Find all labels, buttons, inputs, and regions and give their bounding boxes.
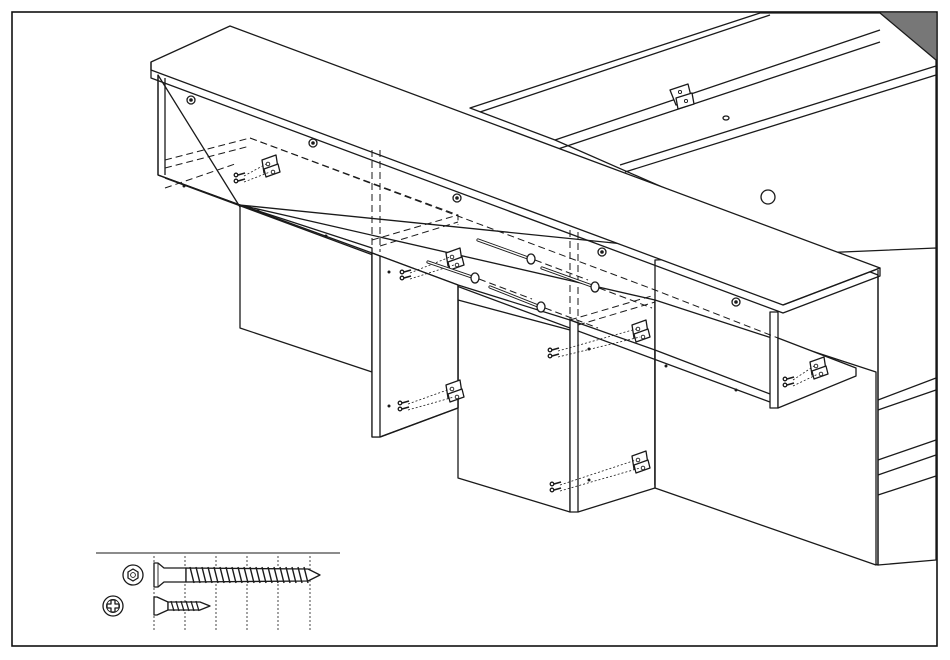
angle-bracket-icon: [234, 155, 280, 183]
back-panel-mid: [458, 300, 570, 512]
long-screw-icon: [154, 563, 320, 587]
bed-hole: [761, 190, 775, 204]
connector-bolt-icon: [478, 240, 588, 280]
short-screw-icon: [154, 597, 210, 615]
hex-head-icon: [123, 565, 143, 585]
hardware-legend: [96, 553, 340, 630]
connector-bolt-icon: [542, 268, 652, 308]
phillips-head-icon: [103, 596, 123, 616]
